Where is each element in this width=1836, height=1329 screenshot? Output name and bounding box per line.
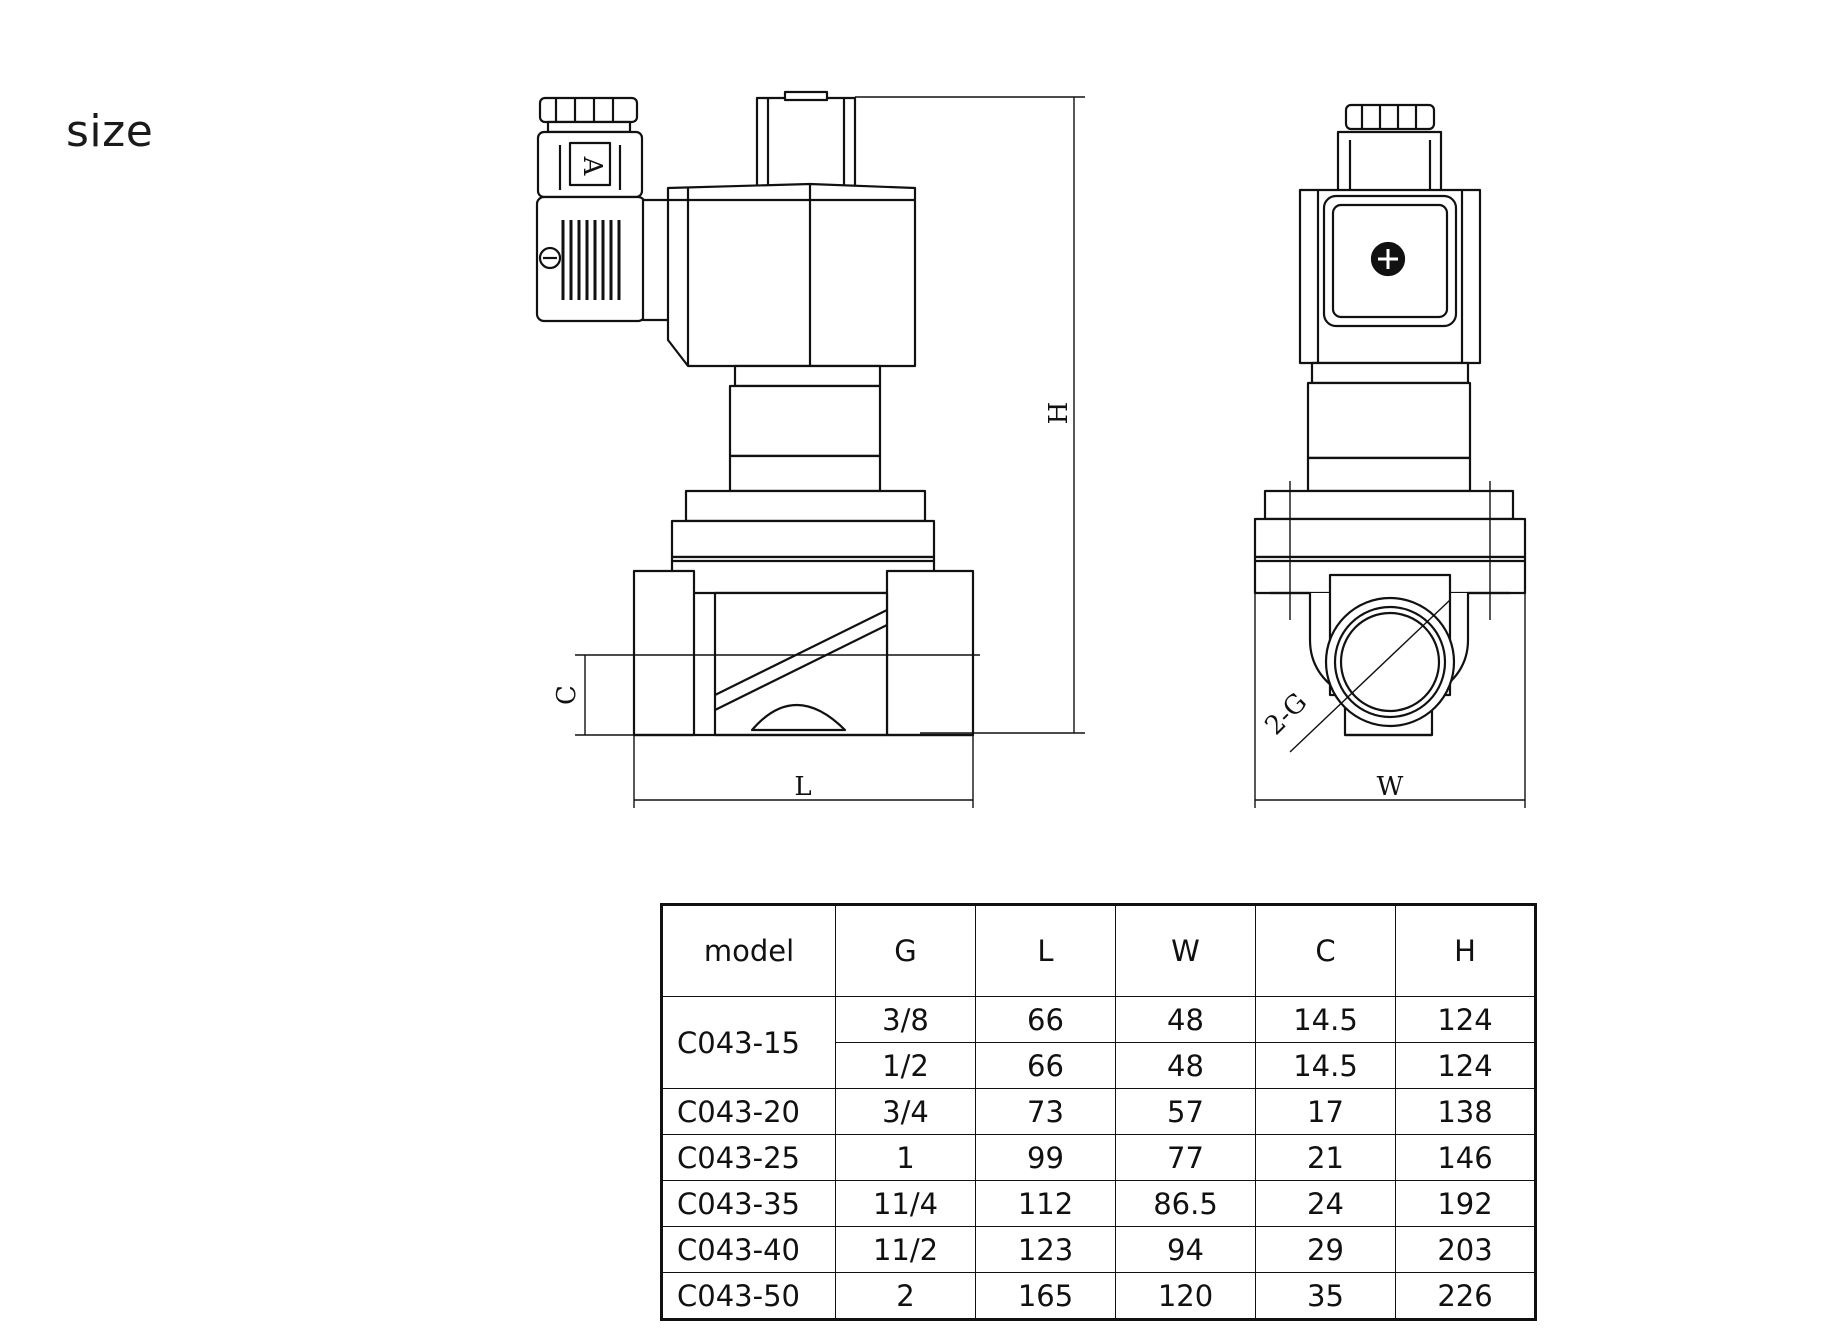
- column-header: L: [975, 904, 1116, 997]
- table-row: C043-20 3/4 73 57 17 138: [661, 1088, 1536, 1135]
- dimension-l: L: [633, 735, 974, 808]
- table-row: C043-50 2 165 120 35 226: [661, 1272, 1536, 1320]
- dim-label-l: L: [794, 772, 811, 802]
- g-cell: 3/4: [835, 1088, 976, 1135]
- l-cell: 73: [975, 1088, 1116, 1135]
- c-cell: 21: [1255, 1134, 1396, 1181]
- g-cell: 11/4: [835, 1180, 976, 1227]
- inlet-port: [632, 569, 696, 737]
- g-cell: 3/8: [835, 996, 976, 1043]
- valve-stem: [728, 384, 882, 458]
- c-cell: 24: [1255, 1180, 1396, 1227]
- c-cell: 29: [1255, 1226, 1396, 1273]
- table-header-row: model G L W C H: [661, 904, 1536, 997]
- g-cell: 2: [835, 1272, 976, 1320]
- h-cell: 192: [1395, 1180, 1536, 1227]
- dimension-c: C: [552, 654, 980, 736]
- dimension-spec-table: model G L W C H C043-15 3/8 66 48 14.5 1…: [660, 903, 1537, 1321]
- column-header: W: [1115, 904, 1256, 997]
- g-cell: 1: [835, 1134, 976, 1181]
- column-header: H: [1395, 904, 1536, 997]
- h-cell: 138: [1395, 1088, 1536, 1135]
- table-row: C043-15 3/8 66 48 14.5 124: [661, 996, 1536, 1089]
- w-cell: 57: [1115, 1088, 1256, 1135]
- table-row: C043-25 1 99 77 21 146: [661, 1134, 1536, 1181]
- w-cell: 48: [1115, 1042, 1256, 1089]
- model-cell: C043-50: [661, 1272, 836, 1320]
- table-row: 1/2 66 48 14.5 124: [662, 1042, 1536, 1089]
- h-cell: 226: [1395, 1272, 1536, 1320]
- coil-housing: [666, 182, 917, 368]
- connector-cap: [538, 96, 639, 124]
- model-cell: C043-40: [661, 1226, 836, 1273]
- dim-label-w: W: [1377, 772, 1404, 802]
- side-view-drawing: 2-G: [1253, 103, 1527, 753]
- l-cell: 112: [975, 1180, 1116, 1227]
- model-cell: C043-20: [661, 1088, 836, 1135]
- c-cell: 14.5: [1255, 996, 1396, 1043]
- table-row: C043-35 11/4 112 86.5 24 192: [661, 1180, 1536, 1227]
- l-cell: 66: [975, 996, 1116, 1043]
- c-cell: 17: [1255, 1088, 1396, 1135]
- c-cell: 14.5: [1255, 1042, 1396, 1089]
- front-view-drawing: A: [535, 90, 975, 737]
- l-cell: 66: [975, 1042, 1116, 1089]
- dim-label-a: A: [577, 156, 607, 177]
- w-cell: 77: [1115, 1134, 1256, 1181]
- coil-nut: [755, 96, 857, 188]
- g-cell: 11/2: [835, 1226, 976, 1273]
- c-cell: 35: [1255, 1272, 1396, 1320]
- column-header: C: [1255, 904, 1396, 997]
- page-title: size: [66, 106, 154, 157]
- dimension-h: H: [855, 96, 1085, 734]
- w-cell: 94: [1115, 1226, 1256, 1273]
- table-row: C043-40 11/2 123 94 29 203: [661, 1226, 1536, 1273]
- g-cell: 1/2: [835, 1042, 976, 1089]
- model-cell: C043-25: [661, 1134, 836, 1181]
- model-cell: C043-35: [661, 1180, 836, 1227]
- column-header: model: [661, 904, 836, 997]
- l-cell: 165: [975, 1272, 1116, 1320]
- outlet-port: [885, 569, 975, 737]
- model-cell: C043-15: [661, 996, 836, 1089]
- l-cell: 123: [975, 1226, 1116, 1273]
- w-cell: 48: [1115, 996, 1256, 1043]
- valve-technical-drawing: A: [535, 90, 1527, 808]
- h-cell: 124: [1395, 996, 1536, 1043]
- bonnet: [670, 519, 936, 559]
- h-cell: 124: [1395, 1042, 1536, 1089]
- w-cell: 86.5: [1115, 1180, 1256, 1227]
- dim-label-c: C: [552, 685, 582, 705]
- column-header: G: [835, 904, 976, 997]
- dimension-w: W: [1254, 593, 1526, 808]
- l-cell: 99: [975, 1134, 1116, 1181]
- w-cell: 120: [1115, 1272, 1256, 1320]
- h-cell: 203: [1395, 1226, 1536, 1273]
- dim-label-h: H: [1044, 402, 1074, 425]
- dim-label-g: 2-G: [1259, 687, 1313, 741]
- h-cell: 146: [1395, 1134, 1536, 1181]
- side-bonnet: [1253, 517, 1527, 559]
